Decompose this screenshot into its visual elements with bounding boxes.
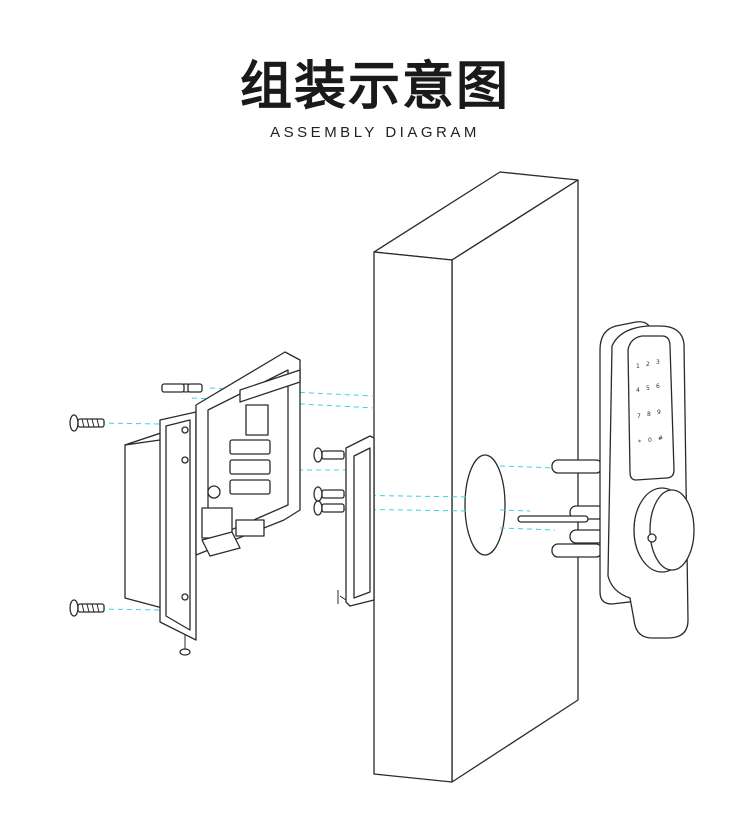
page-title: 组装示意图	[239, 57, 510, 117]
key-star[interactable]: *	[638, 439, 641, 446]
keyhole-icon	[647, 533, 657, 543]
keypad-unit: 1 2 3 4 5 6 7 8 9 * 0 #	[599, 321, 695, 639]
screw-top-vertical	[161, 383, 203, 393]
key-8[interactable]: 8	[647, 411, 651, 418]
keypad-keys[interactable]: 1 2 3 4 5 6 7 8 9 * 0 #	[636, 359, 663, 446]
key-hash[interactable]: #	[658, 435, 663, 442]
key-1[interactable]: 1	[636, 363, 640, 370]
screw-top-left	[69, 414, 105, 432]
key-9[interactable]: 9	[657, 409, 661, 416]
key-6[interactable]: 6	[656, 383, 660, 390]
screw-middle-1	[313, 447, 345, 463]
key-0[interactable]: 0	[648, 437, 652, 444]
door-panel	[373, 171, 579, 783]
key-4[interactable]: 4	[636, 387, 640, 394]
door-hole	[464, 454, 506, 556]
key-3[interactable]: 3	[656, 359, 660, 366]
page-subtitle: ASSEMBLY DIAGRAM	[270, 124, 480, 141]
key-7[interactable]: 7	[637, 413, 641, 420]
lock-body	[124, 351, 301, 641]
screw-middle-2	[313, 486, 345, 502]
screw-bottom-left	[69, 599, 105, 617]
screw-middle-3	[313, 500, 345, 516]
key-5[interactable]: 5	[646, 385, 650, 392]
mounting-plate	[337, 435, 375, 607]
key-2[interactable]: 2	[646, 361, 650, 368]
